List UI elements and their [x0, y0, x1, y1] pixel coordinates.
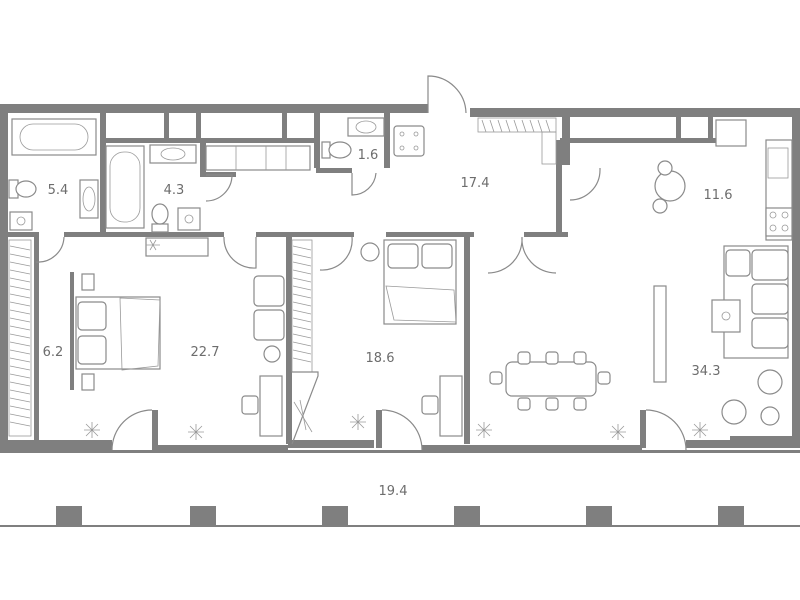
- wardrobe-rail-icon: [8, 239, 32, 437]
- plant-icon: [146, 239, 160, 251]
- chair-icon: [360, 242, 380, 262]
- door-swing-icon: [205, 174, 233, 202]
- chair-icon: [393, 125, 425, 157]
- room-area-bedroom-main: 22.7: [191, 345, 220, 360]
- room-area-bathroom-center: 4.3: [164, 183, 185, 198]
- bathtub-icon: [11, 118, 97, 156]
- bathtub-icon: [105, 145, 145, 229]
- desk-icon: [145, 237, 209, 257]
- room-area-wardrobe: 6.2: [43, 345, 64, 360]
- door-swing-icon: [35, 236, 65, 263]
- shower-icon: [9, 211, 33, 231]
- toilet-icon: [8, 179, 37, 199]
- area-labels: 5.4 4.3 1.6 17.4 11.6 6.2 22.7 18.6 34.3…: [43, 148, 733, 499]
- room-area-living-room: 34.3: [692, 364, 721, 379]
- room-area-hallway: 17.4: [461, 176, 490, 191]
- plant-icon: [350, 414, 366, 430]
- shower-icon: [177, 207, 201, 231]
- bed-icon: [383, 239, 457, 325]
- sink-icon: [79, 179, 99, 219]
- plant-icon: [610, 424, 626, 440]
- sink-icon: [347, 117, 385, 137]
- terrace-pillars: [56, 506, 744, 525]
- desk-icon: [241, 375, 283, 437]
- stove-icon: [765, 207, 793, 237]
- door-swing-icon: [569, 168, 601, 201]
- plant-icon: [84, 422, 100, 438]
- chair-icon: [263, 345, 281, 363]
- room-area-terrace: 19.4: [379, 484, 408, 499]
- wardrobe-rail-icon: [477, 117, 557, 165]
- doors: [35, 75, 687, 451]
- armchair-icon: [253, 275, 285, 341]
- room-area-bathroom-left: 5.4: [48, 183, 69, 198]
- desk-icon: [653, 285, 667, 383]
- plant-icon: [692, 422, 708, 438]
- desk-icon: [711, 299, 741, 333]
- dining-table-icon: [489, 351, 611, 411]
- kitchen-counter-icon: [205, 145, 311, 171]
- bed-icon: [70, 272, 161, 391]
- furniture: [8, 117, 793, 525]
- room-area-kitchen: 11.6: [704, 188, 733, 203]
- plant-icon: [476, 422, 492, 438]
- door-swing-icon: [111, 409, 153, 451]
- door-swing-icon: [381, 409, 423, 451]
- plant-icon: [188, 424, 204, 440]
- toilet-icon: [321, 141, 352, 159]
- wardrobe-rail-icon: [291, 239, 319, 445]
- room-area-wc: 1.6: [358, 148, 379, 163]
- walls: [0, 104, 800, 527]
- desk-icon: [421, 375, 463, 437]
- room-area-bedroom-second: 18.6: [366, 351, 395, 366]
- door-swing-icon: [223, 236, 257, 269]
- door-swing-icon: [487, 236, 557, 274]
- door-swing-icon: [645, 409, 687, 451]
- dining-table-icon: [652, 160, 686, 214]
- door-swing-icon: [427, 75, 467, 114]
- door-swing-icon: [319, 236, 353, 271]
- door-swing-icon: [351, 172, 377, 196]
- sink-icon: [149, 144, 197, 164]
- armchair-icon: [721, 369, 783, 426]
- toilet-icon: [151, 203, 169, 233]
